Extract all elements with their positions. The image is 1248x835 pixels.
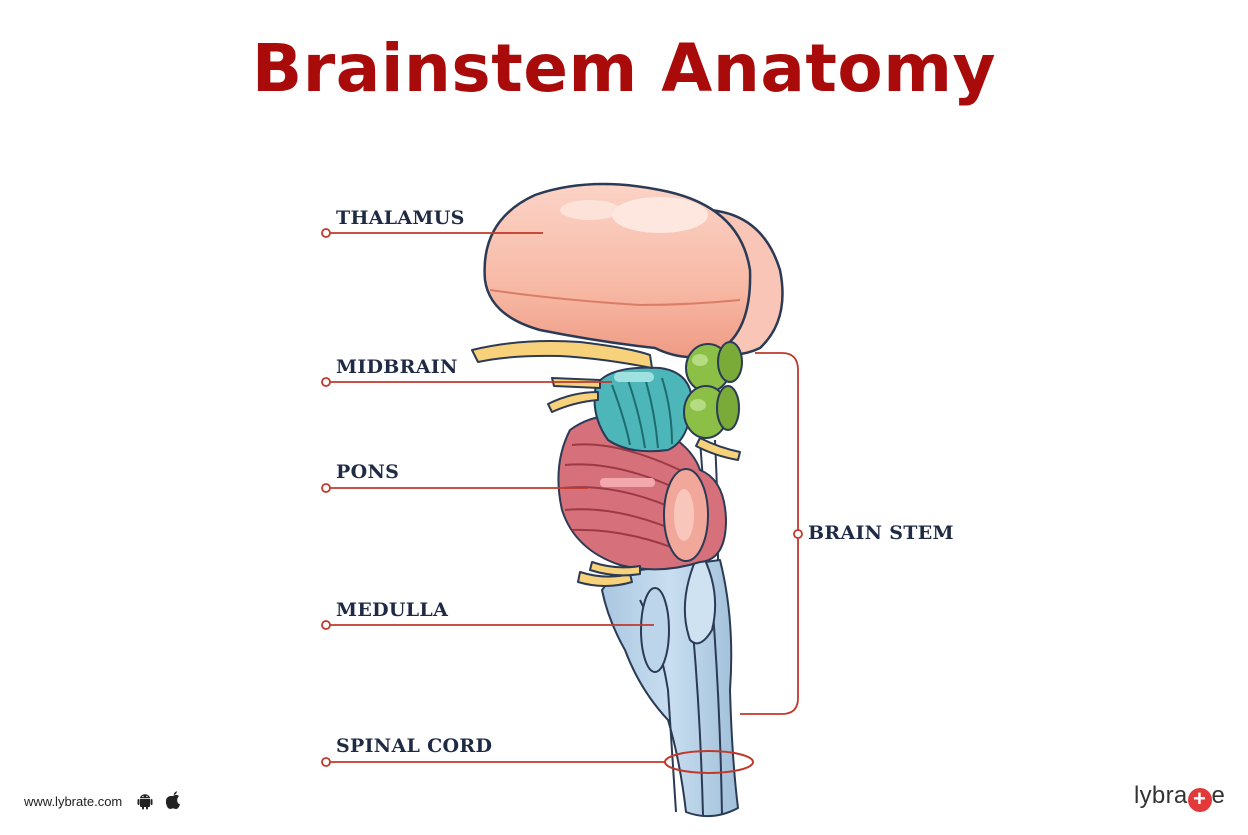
brand-logo-prefix: lybra bbox=[1134, 782, 1188, 809]
pons-shape bbox=[557, 414, 727, 571]
brand-logo[interactable]: lybra+e bbox=[1134, 782, 1225, 812]
colliculi-shape bbox=[683, 341, 743, 439]
medulla-shape bbox=[601, 549, 739, 818]
label-brain-stem: BRAIN STEM bbox=[808, 522, 954, 544]
midbrain-shape bbox=[593, 366, 693, 453]
leader-dots bbox=[321, 228, 803, 767]
apple-icon[interactable] bbox=[164, 790, 182, 810]
brand-logo-suffix: e bbox=[1211, 782, 1226, 809]
plus-icon: + bbox=[1187, 788, 1212, 812]
label-midbrain: MIDBRAIN bbox=[336, 356, 458, 378]
label-pons: PONS bbox=[336, 461, 400, 483]
thalamus-shape bbox=[483, 182, 784, 359]
android-icon[interactable] bbox=[136, 792, 154, 810]
cranial-nerves bbox=[471, 340, 741, 587]
page-title: Brainstem Anatomy bbox=[251, 30, 997, 107]
footer-url[interactable]: www.lybrate.com bbox=[24, 790, 182, 810]
footer-url-text[interactable]: www.lybrate.com bbox=[24, 794, 123, 809]
label-medulla: MEDULLA bbox=[336, 599, 449, 621]
label-spinal-cord: SPINAL CORD bbox=[336, 735, 493, 757]
label-thalamus: THALAMUS bbox=[336, 207, 465, 229]
